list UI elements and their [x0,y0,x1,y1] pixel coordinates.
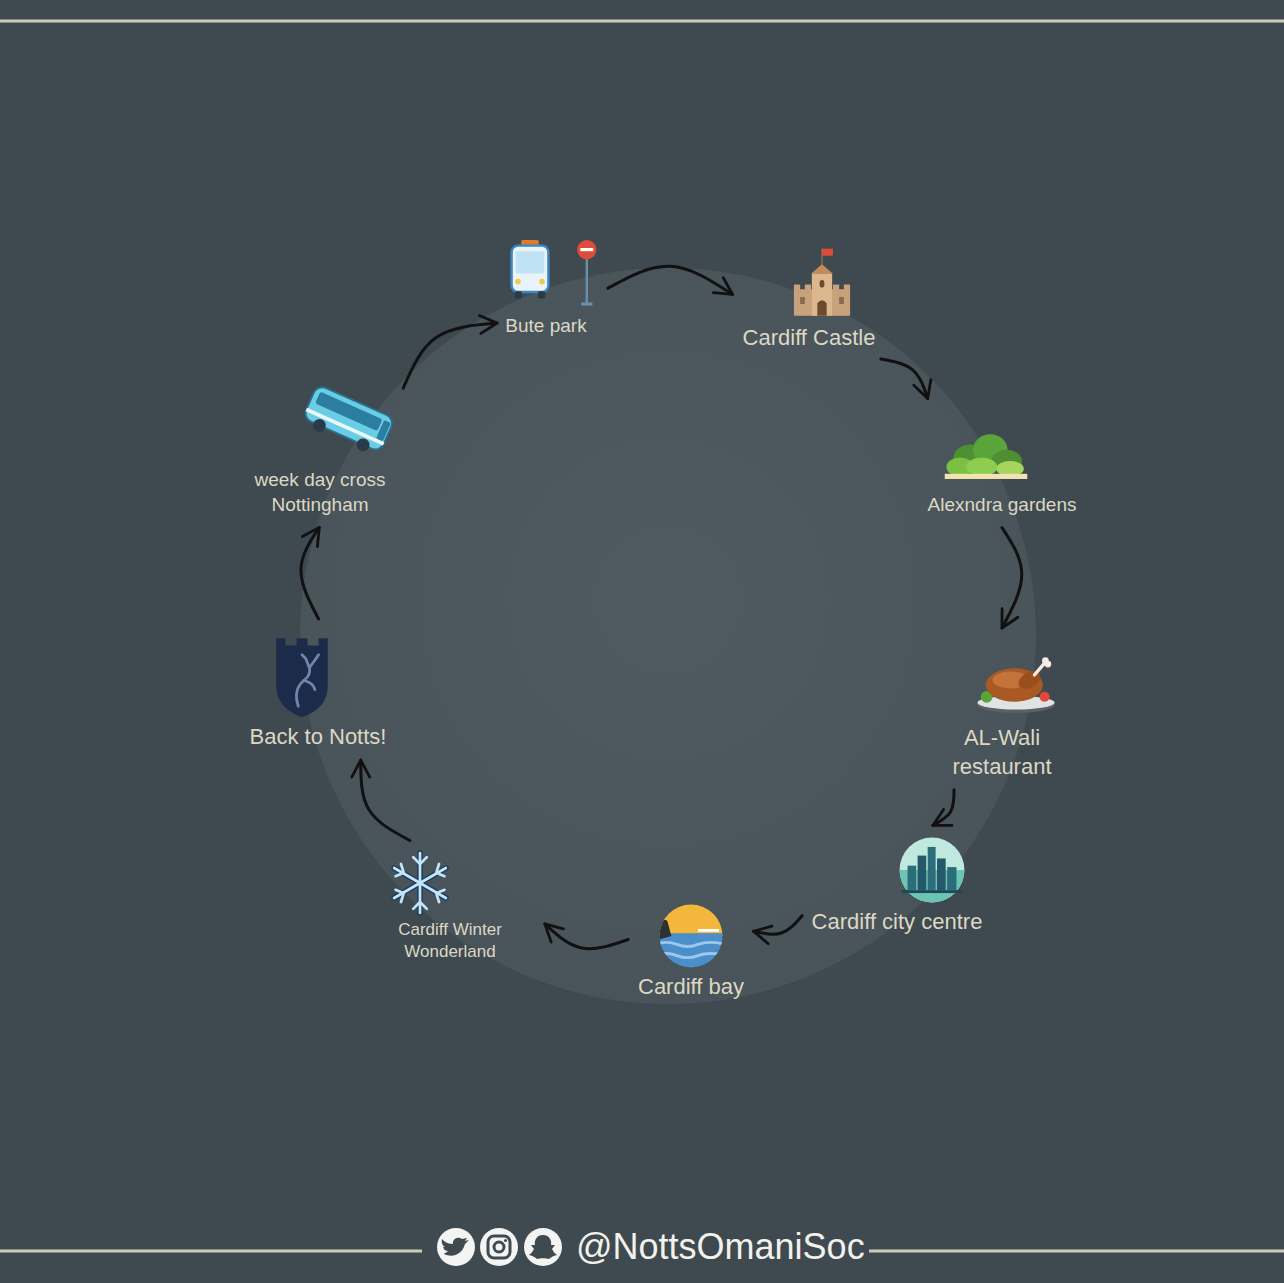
stop-node: AL-Wali restaurant [937,638,1067,781]
stop-node: Cardiff Castle [743,244,876,353]
route-arrow [1002,528,1022,628]
route-circle [300,268,1036,1004]
twitter-icon [437,1228,475,1266]
stop-label: week day cross Nottingham [245,468,395,517]
instagram-icon [480,1228,518,1266]
bottom-rule [850,1250,1284,1253]
bus-stop-icon [518,232,598,312]
route-arrow [754,916,803,934]
stop-label: Back to Notts! [250,723,387,752]
food-icon [974,638,1058,722]
route-arrow [403,323,497,388]
stop-node: Cardiff city centre [812,834,983,937]
route-arrow [545,924,628,949]
stop-node: Alexndra gardens [928,405,1077,518]
route-arrow [361,760,410,840]
stop-label: Cardiff city centre [812,908,983,937]
coach-icon [302,374,394,466]
castle-icon [783,244,861,322]
stop-node: Cardiff Winter Wonderland [365,849,535,963]
stop-node: Cardiff bay [638,901,744,1002]
stop-node: week day cross Nottingham [245,374,395,517]
bay-icon [656,901,726,971]
route-arrow [881,359,928,399]
snowflake-icon [386,849,454,917]
snapchat-icon [524,1228,562,1266]
stop-label: Cardiff Winter Wonderland [365,919,535,963]
stop-node: Back to Notts! [250,629,387,752]
stop-label: Alexndra gardens [928,493,1077,518]
route-arrow [933,790,954,826]
crest-icon [256,629,348,721]
stop-label: AL-Wali restaurant [937,724,1067,781]
city-icon [896,834,968,906]
route-arrow [608,266,733,294]
stop-label: Cardiff bay [638,973,744,1002]
social-handle: @NottsOmaniSoc [572,1226,869,1268]
bottom-rule [0,1250,422,1253]
stop-label: Bute park [505,314,586,339]
stop-node: Bute park [505,232,586,339]
route-arrow [301,527,319,619]
top-rule [0,20,1284,23]
garden-icon [943,405,1029,491]
stop-label: Cardiff Castle [743,324,876,353]
